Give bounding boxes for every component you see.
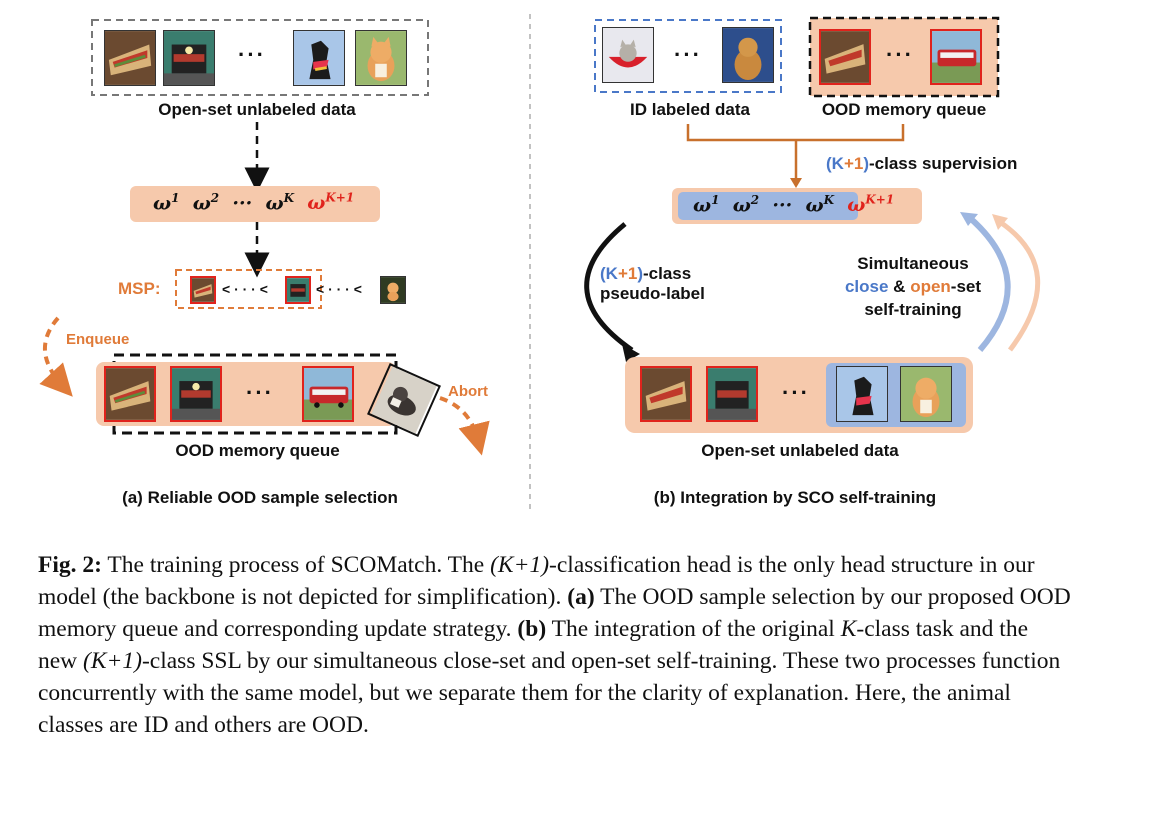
unlabeled-train-thumb [706,366,758,422]
queue-sandwich-thumb [104,366,156,422]
unlabeled-ellipsis: ··· [782,380,810,405]
abort-arrow [439,396,490,456]
msp-sandwich-thumb [190,276,216,304]
id-labeled-box [594,19,782,93]
msp-train-thumb [285,276,311,304]
panel-a-subcaption: (a) Reliable OOD sample selection [122,488,398,507]
msp-label: MSP: [118,279,161,298]
id-labeled-label: ID labeled data [630,100,750,119]
msp-chain: < · · · < [222,281,268,297]
train-thumb [163,30,215,86]
dog-thumb [293,30,345,86]
id-ellipsis: ··· [674,42,702,67]
retriever-thumb [722,27,774,83]
panel-a-top-label: Open-set unlabeled data [158,100,356,119]
ood-sandwich-thumb [819,29,871,85]
ellipsis: ··· [238,42,266,67]
panel-a-queue-label: OOD memory queue [175,441,340,460]
unlabeled-dog-thumb [836,366,888,422]
panel-b-bottom-label: Open-set unlabeled data [701,441,899,460]
ood-queue-label-b: OOD memory queue [821,100,987,119]
msp-cat-thumb [380,276,406,304]
panel-b-subcaption: (b) Integration by SCO self-training [653,488,937,507]
cat-in-bowl-thumb [602,27,654,83]
supervision-label: (K+1)-class supervision [826,154,1018,173]
ood-queue-box-b [808,16,1000,98]
classifier-head-bar [130,186,380,222]
sandwich-thumb [104,30,156,86]
close-set-arrow [968,215,1011,352]
enqueue-arrow [39,316,73,397]
head-bar-id-part [678,192,858,220]
queue-train-thumb [170,366,222,422]
enqueue-label: Enqueue [66,331,130,348]
open-set-arrow [998,219,1041,352]
queue-ellipsis: ··· [246,380,274,405]
figure-caption: Fig. 2: The training process of SCOMatch… [38,552,1071,738]
ood-ellipsis: ··· [886,42,914,67]
pseudo-label-arrow [584,222,634,353]
unlabeled-cat-thumb [900,366,952,422]
queue-bus-thumb [302,366,354,422]
aborted-cat-thumb [367,363,441,437]
msp-box [175,269,322,309]
msp-chain-2: < · · · < [316,281,362,297]
self-training-text: Simultaneous close & open-set self-train… [844,254,982,319]
ood-bus-thumb [930,29,982,85]
classifier-heads-a: ω1 ω2 ··· ωK ωK+1 [153,191,355,215]
cat-thumb [355,30,407,86]
abort-label: Abort [448,383,488,400]
unlabeled-data-box [91,19,429,96]
classifier-heads-b: ω1 ω2 ··· ωK ωK+1 [693,193,895,217]
unlabeled-sandwich-thumb [640,366,692,422]
